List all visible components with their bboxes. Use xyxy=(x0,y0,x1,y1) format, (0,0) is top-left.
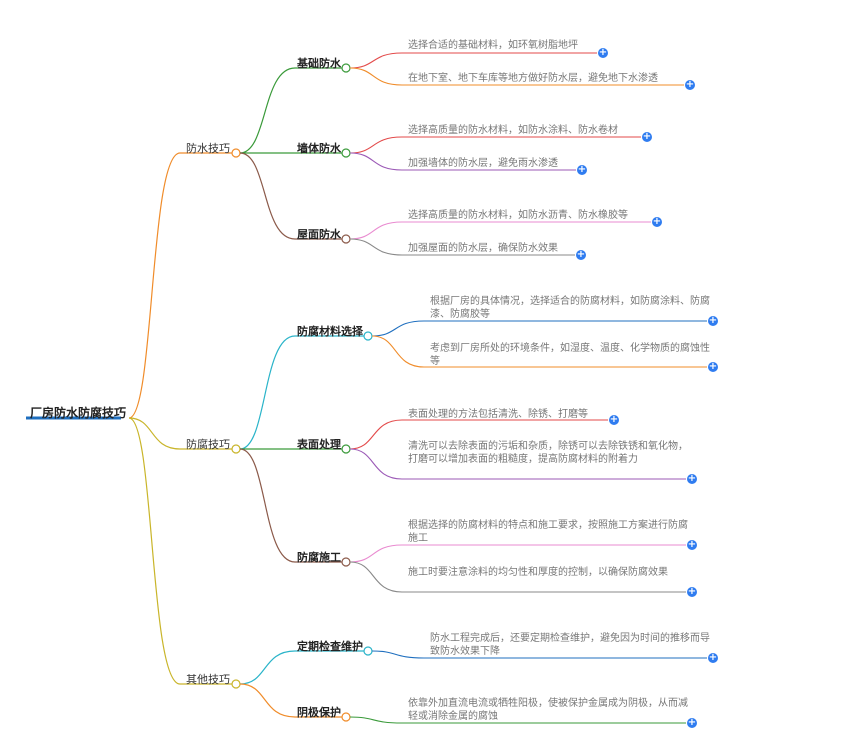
branch-node-circle xyxy=(231,444,241,454)
branch-topic: 防腐技巧 xyxy=(186,438,230,451)
subtopic-title: 屋面防水 xyxy=(297,228,341,241)
leaf-text: 选择高质量的防水材料，如防水涂料、防水卷材 xyxy=(408,125,618,136)
leaf-connector xyxy=(349,136,403,154)
expand-plus-icon[interactable]: + xyxy=(687,586,697,597)
subtopic-node-circle xyxy=(341,557,351,567)
subtopic-node-circle xyxy=(363,646,373,656)
expand-plus-icon[interactable]: + xyxy=(687,717,697,728)
expand-plus-icon[interactable]: + xyxy=(708,652,718,663)
leaf-connector xyxy=(371,650,425,659)
leaf-connector xyxy=(349,544,403,563)
expand-plus-icon[interactable]: + xyxy=(577,164,587,175)
expand-plus-icon[interactable]: + xyxy=(576,249,586,260)
expand-plus-icon[interactable]: + xyxy=(609,414,619,425)
leaf-connector xyxy=(349,221,403,240)
branch-connector xyxy=(128,417,181,685)
leaf-text: 依靠外加直流电流或牺牲阳极，使被保护金属成为阴极，从而减轻或消除金属的腐蚀 xyxy=(408,698,688,722)
subtopic-connector xyxy=(239,67,296,154)
leaf-text: 施工时要注意涂料的均匀性和厚度的控制，以确保防腐效果 xyxy=(408,567,668,578)
leaf-text: 表面处理的方法包括清洗、除锈、打磨等 xyxy=(408,409,588,420)
leaf-text: 考虑到厂房所处的环境条件，如湿度、温度、化学物质的腐蚀性等 xyxy=(430,343,710,367)
expand-plus-icon[interactable]: + xyxy=(687,539,697,550)
subtopic-node-circle xyxy=(341,712,351,722)
leaf-connector xyxy=(371,320,425,337)
leaf-text: 选择合适的基础材料，如环氧树脂地坪 xyxy=(408,40,578,51)
expand-plus-icon[interactable]: + xyxy=(685,79,695,90)
leaf-connector xyxy=(349,152,403,171)
subtopic-title: 防腐材料选择 xyxy=(297,325,363,338)
leaf-connector xyxy=(349,67,403,86)
expand-plus-icon[interactable]: + xyxy=(708,315,718,326)
leaf-connector xyxy=(349,419,403,450)
root-topic: 厂房防水防腐技巧 xyxy=(30,406,127,420)
branch-topic: 防水技巧 xyxy=(186,142,230,155)
subtopic-title: 定期检查维护 xyxy=(297,640,363,653)
subtopic-node-circle xyxy=(341,148,351,158)
leaf-connector xyxy=(349,238,403,256)
subtopic-title: 表面处理 xyxy=(297,438,341,451)
subtopic-connector xyxy=(239,650,296,685)
leaf-text: 加强墙体的防水层，避免雨水渗透 xyxy=(408,158,558,169)
leaf-connector xyxy=(349,52,403,69)
branch-node-circle xyxy=(231,148,241,158)
subtopic-node-circle xyxy=(363,331,373,341)
subtopic-connector xyxy=(239,448,296,563)
subtopic-connector xyxy=(239,335,296,450)
expand-plus-icon[interactable]: + xyxy=(687,473,697,484)
expand-plus-icon[interactable]: + xyxy=(642,131,652,142)
leaf-connector xyxy=(371,335,425,368)
branch-node-circle xyxy=(231,679,241,689)
leaf-text: 根据选择的防腐材料的特点和施工要求，按照施工方案进行防腐施工 xyxy=(408,520,688,544)
expand-plus-icon[interactable]: + xyxy=(652,216,662,227)
subtopic-node-circle xyxy=(341,234,351,244)
subtopic-connector xyxy=(239,152,296,240)
branch-connector xyxy=(128,152,181,419)
leaf-text: 防水工程完成后，还要定期检查维护，避免因为时间的推移而导致防水效果下降 xyxy=(430,633,710,657)
subtopic-connector xyxy=(239,683,296,718)
expand-plus-icon[interactable]: + xyxy=(708,361,718,372)
subtopic-node-circle xyxy=(341,63,351,73)
subtopic-node-circle xyxy=(341,444,351,454)
leaf-text: 在地下室、地下车库等地方做好防水层，避免地下水渗透 xyxy=(408,73,658,84)
expand-plus-icon[interactable]: + xyxy=(598,47,608,58)
leaf-text: 根据厂房的具体情况，选择适合的防腐材料，如防腐涂料、防腐漆、防腐胶等 xyxy=(430,296,710,320)
subtopic-title: 墙体防水 xyxy=(297,142,341,155)
branch-connector xyxy=(128,417,181,450)
branch-topic: 其他技巧 xyxy=(186,673,230,686)
leaf-text: 选择高质量的防水材料，如防水沥青、防水橡胶等 xyxy=(408,210,628,221)
leaf-connector xyxy=(349,561,403,593)
leaf-text: 清洗可以去除表面的污垢和杂质，除锈可以去除铁锈和氧化物，打磨可以增加表面的粗糙度… xyxy=(408,441,688,465)
leaf-text: 加强屋面的防水层，确保防水效果 xyxy=(408,243,558,254)
subtopic-title: 基础防水 xyxy=(297,57,341,70)
subtopic-title: 阴极保护 xyxy=(297,706,341,719)
subtopic-title: 防腐施工 xyxy=(297,551,341,564)
leaf-connector xyxy=(349,716,403,724)
leaf-connector xyxy=(349,448,403,480)
